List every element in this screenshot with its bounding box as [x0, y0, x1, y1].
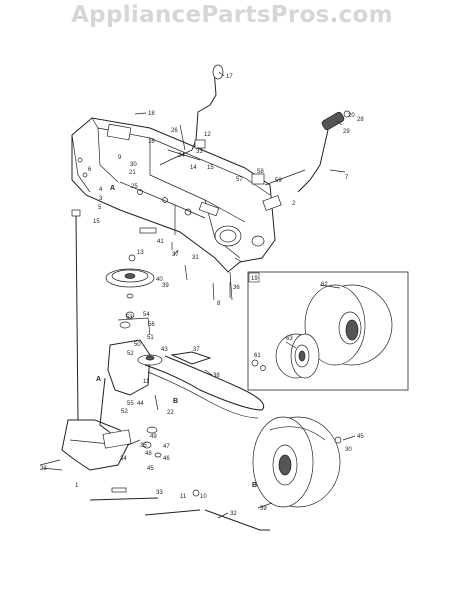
callout-28: 28 — [357, 117, 364, 123]
idler-belt — [170, 351, 212, 365]
callout-7: 7 — [345, 175, 349, 181]
callout-43: 43 — [161, 347, 168, 353]
callout-45b: 45 — [357, 434, 364, 440]
callout-39: 39 — [162, 283, 169, 289]
callout-11: 11 — [143, 379, 150, 385]
callout-33b: 33 — [156, 490, 163, 496]
callout-32: 32 — [230, 511, 237, 517]
callout-6: 6 — [88, 167, 92, 173]
inset-tire — [304, 284, 393, 366]
callout-31: 31 — [192, 255, 199, 261]
callout-41: 41 — [157, 239, 164, 245]
front-wheel — [252, 416, 341, 508]
callout-23: 23 — [40, 466, 47, 472]
callout-58: 58 — [257, 169, 264, 175]
callout-44: 44 — [137, 401, 144, 407]
callout-47: 47 — [163, 444, 170, 450]
callout-52a: 52 — [127, 351, 134, 357]
callout-20: 20 — [348, 113, 355, 119]
callout-30a: 30 — [130, 162, 137, 168]
callout-15a: 15 — [207, 165, 214, 171]
callout-26: 26 — [171, 128, 178, 134]
callout-50: 50 — [134, 342, 141, 348]
callout-24: 24 — [178, 153, 185, 159]
callout-9: 9 — [118, 155, 122, 161]
callout-18: 18 — [148, 111, 155, 117]
callout-2: 2 — [292, 201, 296, 207]
callout-59b: 59 — [260, 506, 267, 512]
callout-34: 34 — [120, 456, 127, 462]
callout-15b: 15 — [93, 219, 100, 225]
callout-16: 16 — [148, 139, 155, 145]
callout-B2: B — [252, 482, 257, 489]
shift-rod — [71, 209, 81, 421]
callouts: 17 18 20 26 12 14 15 24 33 16 28 29 7 9 … — [40, 74, 364, 517]
transmission-assembly — [39, 311, 163, 471]
callout-52b: 52 — [121, 409, 128, 415]
callout-25: 25 — [131, 184, 138, 190]
callout-57: 57 — [236, 177, 243, 183]
callout-30b: 30 — [345, 447, 352, 453]
callout-63: 63 — [286, 336, 293, 342]
callout-36: 36 — [233, 285, 240, 291]
callout-45a: 45 — [147, 466, 154, 472]
callout-3: 3 — [99, 196, 103, 202]
lift-pedal-assembly — [251, 110, 351, 211]
callout-B1: B — [173, 398, 178, 405]
inset-rim — [275, 333, 320, 379]
callout-62: 62 — [321, 282, 328, 288]
callout-61: 61 — [254, 353, 261, 359]
callout-48: 48 — [145, 451, 152, 457]
callout-A2: A — [96, 376, 101, 383]
engine-pulley — [105, 254, 155, 299]
wheel-inset — [247, 271, 409, 391]
callout-46: 46 — [163, 456, 170, 462]
callout-A1: A — [110, 185, 115, 192]
callout-38: 38 — [213, 373, 220, 379]
callout-21: 21 — [129, 170, 136, 176]
watermark: AppliancePartsPros.com — [71, 2, 393, 28]
callout-17: 17 — [226, 74, 233, 80]
callout-56: 56 — [148, 322, 155, 328]
callout-59a: 59 — [275, 178, 282, 184]
callout-37a: 37 — [172, 252, 179, 258]
callout-11b: 11 — [180, 494, 187, 500]
callout-1: 1 — [75, 483, 79, 489]
callout-35: 35 — [140, 443, 147, 449]
callout-14a: 14 — [190, 165, 197, 171]
callout-8: 8 — [217, 301, 221, 307]
callout-33a: 33 — [196, 149, 203, 155]
callout-55: 55 — [127, 401, 134, 407]
callout-29: 29 — [343, 129, 350, 135]
callout-49: 49 — [150, 434, 157, 440]
callout-12a: 12 — [204, 132, 211, 138]
callout-37b: 37 — [193, 347, 200, 353]
callout-53: 53 — [126, 315, 133, 321]
callout-19: 19 — [251, 276, 258, 282]
callout-22: 22 — [167, 410, 174, 416]
callout-40: 40 — [156, 277, 163, 283]
callout-51: 51 — [147, 335, 154, 341]
callout-5: 5 — [98, 205, 102, 211]
chassis-frame — [71, 117, 276, 301]
steering-lever-assembly — [159, 64, 224, 166]
callout-54: 54 — [143, 312, 150, 318]
drive-belt — [144, 355, 265, 419]
callout-10: 10 — [200, 494, 207, 500]
hardware — [41, 227, 342, 531]
leader-lines — [134, 71, 356, 519]
callout-13: 13 — [137, 250, 144, 256]
callout-4a: 4 — [99, 187, 103, 193]
